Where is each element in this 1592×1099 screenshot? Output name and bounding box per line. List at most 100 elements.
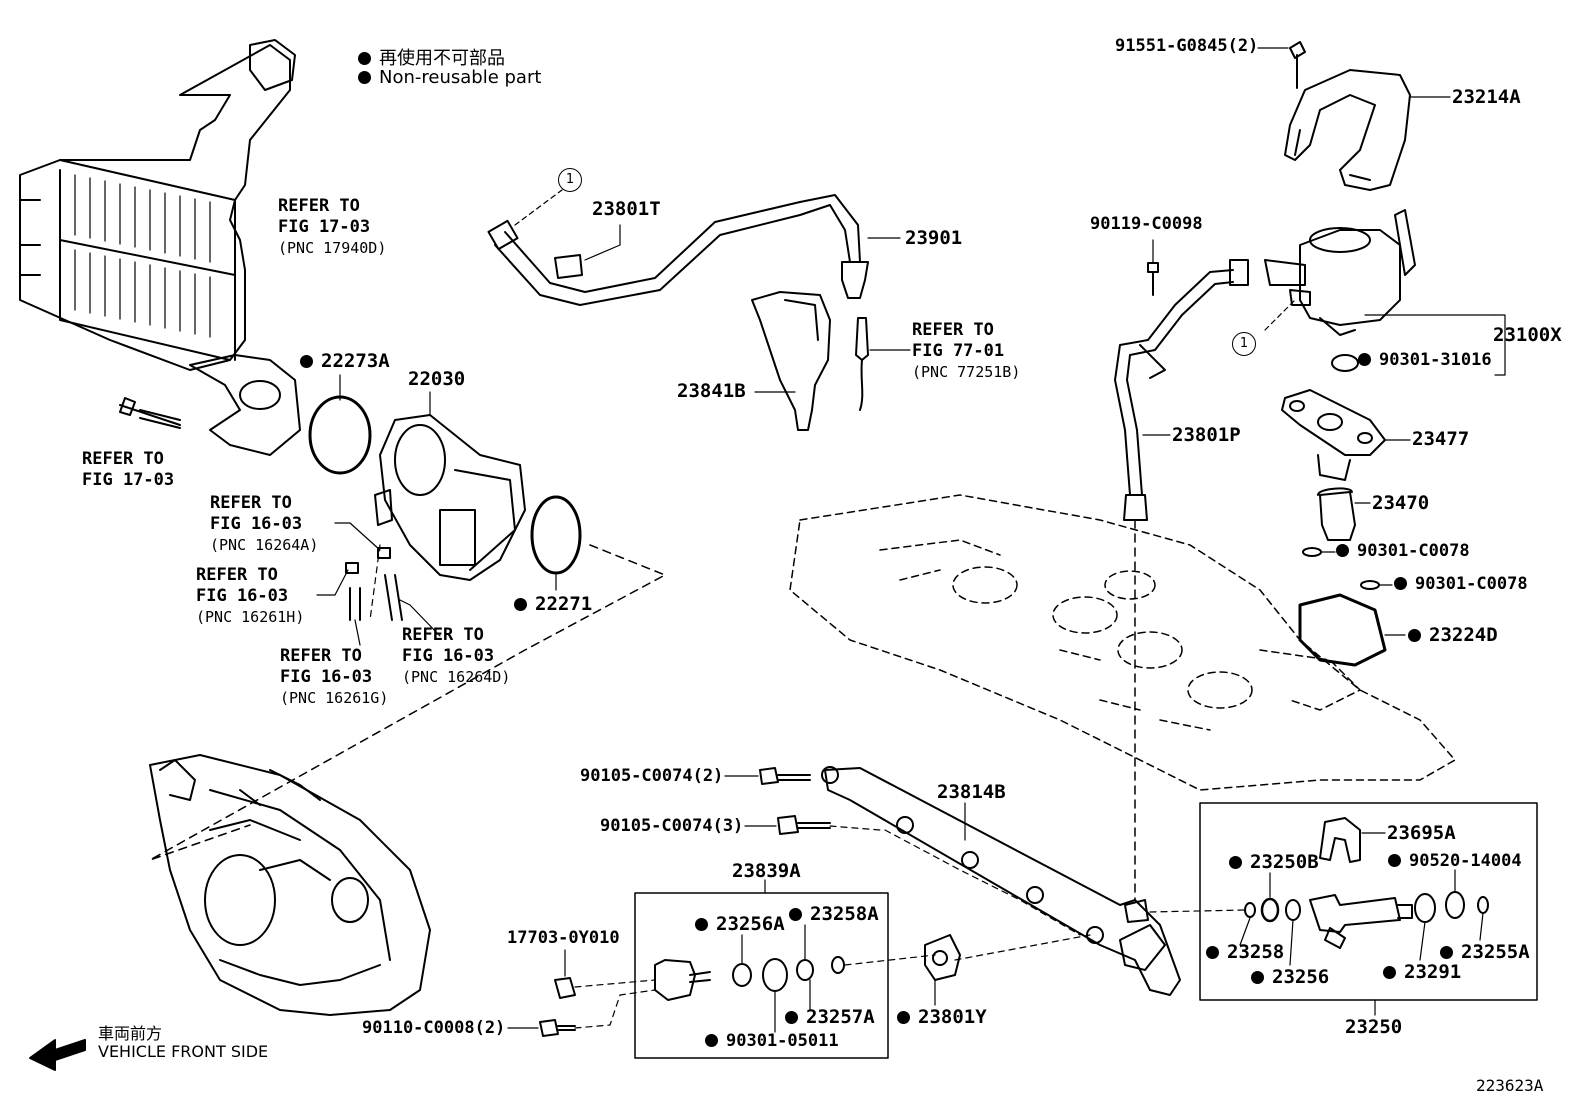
part-23224d[interactable]: 23224D [1408,626,1498,645]
part-label: 23258A [810,903,879,925]
ref-line: (PNC 17940D) [278,239,387,257]
ref-line: FIG 16-03 [196,586,289,606]
refer-16261h[interactable]: REFER TO FIG 16-03 (PNC 16261H) [196,565,304,628]
part-90301-c0078-b[interactable]: 90301-C0078 [1394,576,1528,593]
part-23695a[interactable]: 23695A [1387,822,1456,844]
cylinder-head-cover-drawing [789,494,1456,791]
part-23258a[interactable]: 23258A [789,905,879,924]
part-23801t[interactable]: 23801T [592,198,661,220]
callout-1-top: 1 [558,168,582,192]
part-22030[interactable]: 22030 [408,368,466,390]
refer-77-01[interactable]: REFER TO FIG 77-01 (PNC 77251B) [912,320,1020,383]
part-23250b[interactable]: 23250B [1229,853,1319,872]
fuel-pump-23100x-drawing [1264,209,1416,336]
ref-line: REFER TO [210,493,292,513]
throttle-body-drawing [374,414,526,581]
part-90301-c0078-a[interactable]: 90301-C0078 [1336,543,1470,560]
part-23257a[interactable]: 23257A [785,1008,875,1027]
non-reusable-icon [1358,353,1371,366]
part-label: 90301-C0078 [1357,541,1470,561]
ref-line: (PNC 16264A) [210,536,319,554]
part-23255a[interactable]: 23255A [1440,943,1530,962]
part-23291[interactable]: 23291 [1383,963,1461,982]
non-reusable-icon [789,908,802,921]
legend-english: Non-reusable part [358,67,541,88]
non-reusable-icon [514,598,527,611]
part-label: 23257A [806,1006,875,1028]
kit-box-23250 [1199,802,1538,1001]
part-23477[interactable]: 23477 [1412,428,1470,450]
part-23839a[interactable]: 23839A [732,860,801,882]
refer-intercooler[interactable]: REFER TO FIG 17-03 (PNC 17940D) [278,196,386,259]
part-22273a[interactable]: 22273A [300,352,390,371]
callout-1-pump: 1 [1232,332,1256,356]
part-label: 90301-05011 [726,1031,839,1051]
bracket-23841b-drawing [751,291,831,431]
part-90301-31016[interactable]: 90301-31016 [1358,352,1492,369]
refer-16261g[interactable]: REFER TO FIG 16-03 (PNC 16261G) [280,646,388,709]
non-reusable-icon [1383,966,1396,979]
part-90105-2[interactable]: 90105-C0074(2) [580,766,724,786]
flange-23477-drawing [1281,389,1386,481]
ref-line: REFER TO [278,196,360,216]
part-23256[interactable]: 23256 [1251,968,1329,987]
refer-bolt[interactable]: REFER TO FIG 17-03 [82,449,174,491]
ref-line: FIG 17-03 [278,217,371,237]
figure-id: 223623A [1476,1076,1544,1095]
bracket-23214a-drawing [1284,69,1411,191]
ref-line: (PNC 16264D) [402,668,511,686]
part-23901[interactable]: 23901 [905,227,963,249]
part-23100x[interactable]: 23100X [1493,324,1562,346]
part-23801y[interactable]: 23801Y [897,1008,987,1027]
non-reusable-icon [1229,856,1242,869]
part-90301-05011[interactable]: 90301-05011 [705,1033,839,1050]
ref-line: REFER TO [82,449,164,469]
vehicle-front-ja: 車両前方 [98,1024,163,1043]
refer-16264d[interactable]: REFER TO FIG 16-03 (PNC 16264D) [402,625,510,688]
ref-line: FIG 16-03 [280,667,373,687]
vehicle-front-arrow-icon [29,1039,86,1071]
part-22271[interactable]: 22271 [514,595,592,614]
non-reusable-icon [1206,946,1219,959]
part-23214a[interactable]: 23214A [1452,86,1521,108]
part-90520[interactable]: 90520-14004 [1388,853,1522,870]
part-label: 23256A [716,913,785,935]
ref-line: FIG 16-03 [210,514,303,534]
fuel-pipe-23801p-drawing [1114,259,1249,521]
intake-manifold-drawing [149,754,431,1016]
part-23841b[interactable]: 23841B [677,380,746,402]
part-23250[interactable]: 23250 [1345,1016,1403,1038]
part-label: 22271 [535,593,593,615]
non-reusable-icon [300,355,313,368]
non-reusable-icon [695,918,708,931]
ref-line: (PNC 16261G) [280,689,389,707]
gasket-22273a [308,395,372,475]
part-90105-3[interactable]: 90105-C0074(3) [600,816,744,836]
non-reusable-icon [897,1011,910,1024]
ref-line: (PNC 16261H) [196,608,305,626]
non-reusable-icon [1388,854,1401,867]
part-23258[interactable]: 23258 [1206,943,1284,962]
ref-line: FIG 77-01 [912,341,1005,361]
part-91551[interactable]: 91551-G0845(2) [1115,36,1259,56]
part-label: 90301-31016 [1379,350,1492,370]
refer-16264a[interactable]: REFER TO FIG 16-03 (PNC 16264A) [210,493,318,556]
ref-line: REFER TO [402,625,484,645]
part-label: 23224D [1429,624,1498,646]
non-reusable-icon [1408,629,1421,642]
part-23470[interactable]: 23470 [1372,492,1430,514]
part-90119[interactable]: 90119-C0098 [1090,214,1203,234]
part-label: 22273A [321,350,390,372]
vehicle-front-en: VEHICLE FRONT SIDE [98,1042,269,1061]
part-90110[interactable]: 90110-C0008(2) [362,1018,506,1038]
part-23256a[interactable]: 23256A [695,915,785,934]
non-reusable-icon [1251,971,1264,984]
part-label: 23258 [1227,941,1285,963]
part-label: 90520-14004 [1409,851,1522,871]
part-23814b[interactable]: 23814B [937,781,1006,803]
part-17703[interactable]: 17703-0Y010 [507,928,620,948]
non-reusable-icon [1440,946,1453,959]
ref-line: REFER TO [912,320,994,340]
part-23801p[interactable]: 23801P [1172,424,1241,446]
